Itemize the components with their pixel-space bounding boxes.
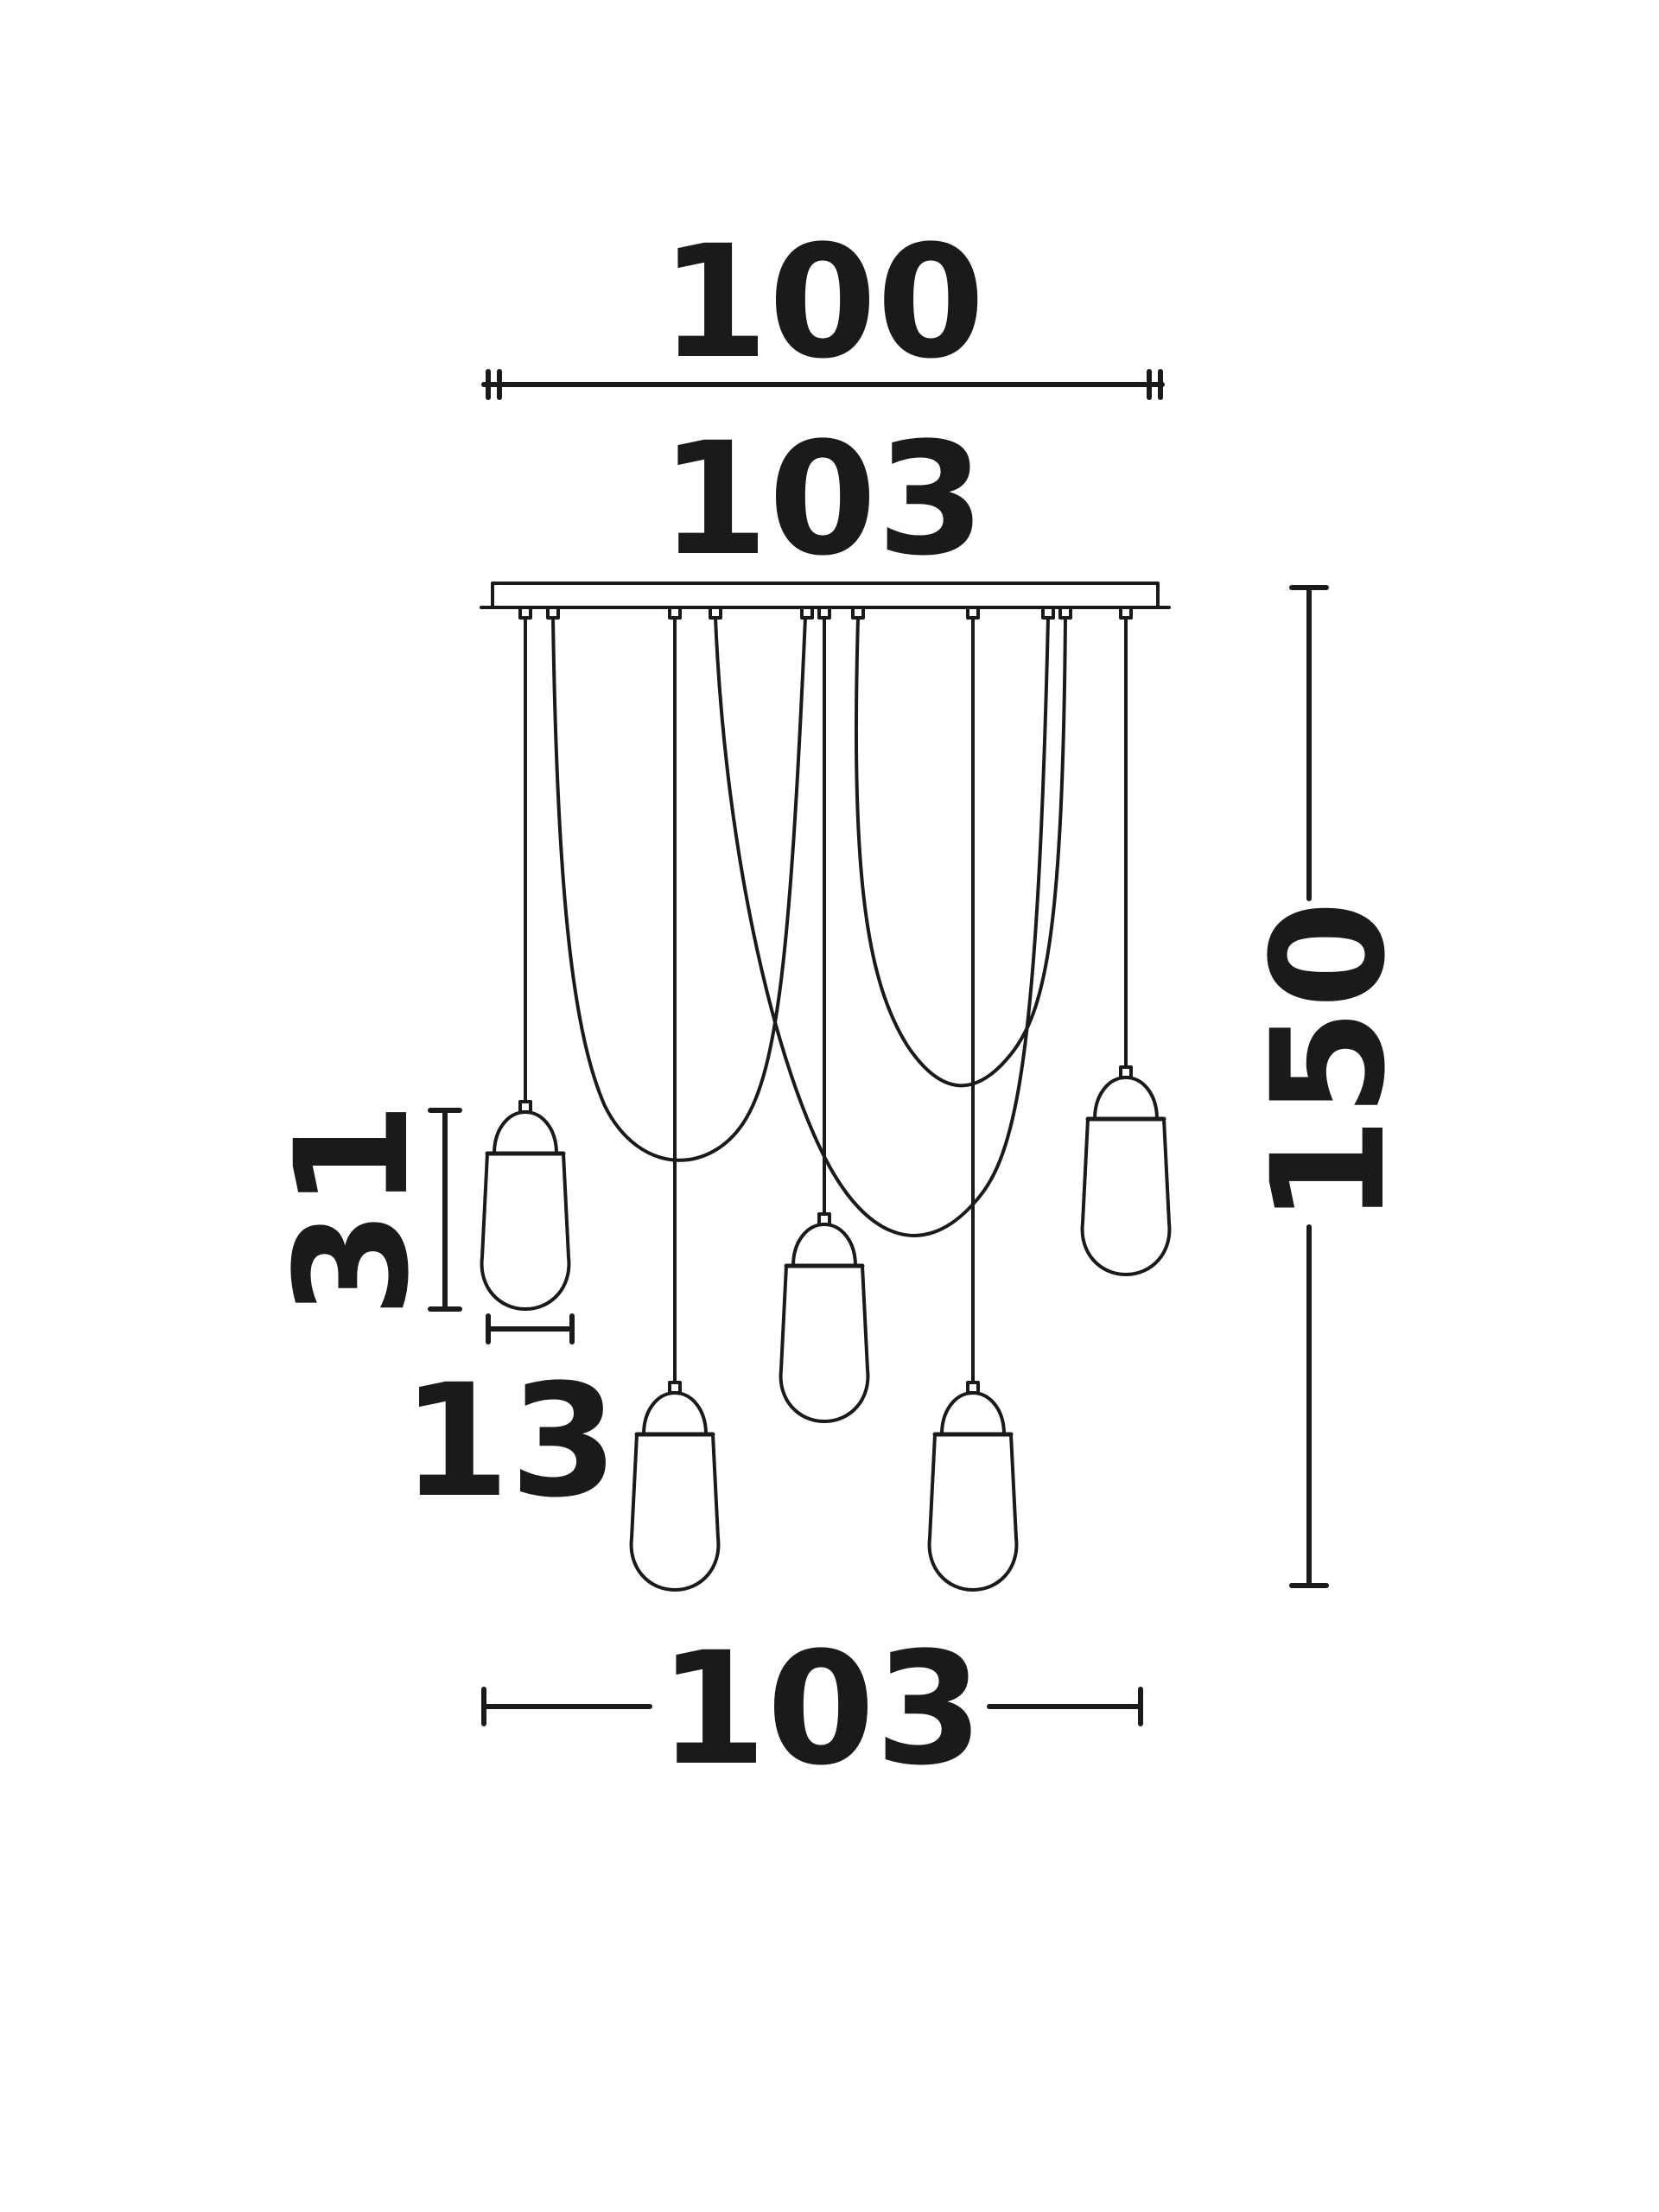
shade-width-dimension: 13	[402, 1313, 619, 1532]
total-height-dimension: 150	[1239, 585, 1420, 1588]
dimension-label-total-height: 150	[1239, 900, 1420, 1225]
overall-width-dimension: 103	[481, 1619, 1143, 1800]
dimension-label-shade-height: 31	[263, 1102, 443, 1319]
dimension-label-canopy-outer-width: 103	[660, 410, 985, 590]
pendant-shade-right	[1083, 1067, 1170, 1274]
pendant-shade-center	[781, 1214, 868, 1421]
shade-height-dimension: 31	[263, 1102, 462, 1319]
dimension-label-shade-width: 13	[402, 1351, 619, 1532]
canopy-width-dimension: 100	[481, 213, 1165, 400]
pendant-shade-left	[482, 1102, 569, 1309]
dimension-label-canopy-width: 100	[660, 213, 985, 393]
straight-cables	[524, 616, 1128, 1384]
pendant-shade-lower-left	[632, 1382, 719, 1590]
pendant-shade-lower-right	[930, 1382, 1017, 1590]
looped-cables	[551, 616, 1067, 1237]
dimension-label-overall-width: 103	[658, 1619, 983, 1800]
